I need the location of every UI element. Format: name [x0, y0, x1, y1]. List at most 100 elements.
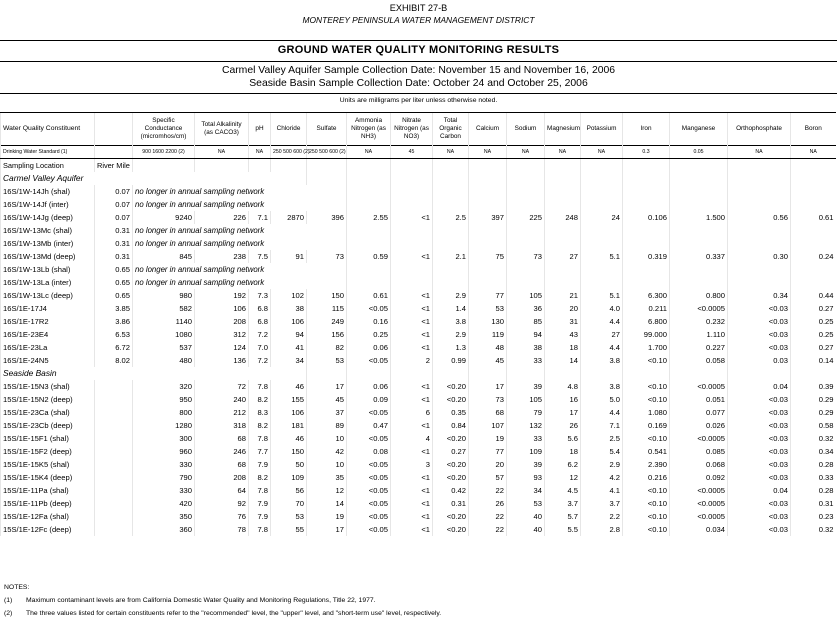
column-header: Sodium — [506, 112, 545, 146]
measurement-value: 226 — [194, 211, 249, 224]
measurement-value: <0.0005 — [669, 302, 728, 315]
column-header: Chloride — [270, 112, 307, 146]
river-mile: 3.85 — [94, 302, 133, 315]
measurement-value: <0.05 — [346, 484, 391, 497]
blank-cell — [580, 158, 623, 172]
measurement-value: 0.27 — [790, 302, 836, 315]
column-header: Total Organic Carbon — [432, 112, 469, 146]
measurement-value: 0.61 — [790, 211, 836, 224]
measurement-value: <0.05 — [346, 354, 391, 367]
measurement-value: 2 — [390, 354, 433, 367]
measurement-value: 7.5 — [248, 250, 271, 263]
measurement-value: 99.000 — [622, 328, 670, 341]
standard-value: 250 500 600 (2) — [306, 145, 347, 159]
constituent-header: Water Quality Constituent — [0, 112, 95, 146]
blank-cell — [580, 198, 623, 211]
sampling-location: 16S/1W-13Mb (inter) — [0, 237, 95, 250]
measurement-value: 0.42 — [432, 484, 469, 497]
blank-cell — [468, 158, 507, 172]
measurement-value: 18 — [544, 341, 581, 354]
measurement-value: 136 — [194, 354, 249, 367]
blank-cell — [432, 185, 469, 198]
measurement-value: 20 — [468, 458, 507, 471]
measurement-value: 0.25 — [790, 328, 836, 341]
measurement-value: 0.99 — [432, 354, 469, 367]
measurement-value: 10 — [306, 458, 347, 471]
measurement-value: 22 — [468, 484, 507, 497]
measurement-value: <0.20 — [432, 393, 469, 406]
measurement-value: 0.106 — [622, 211, 670, 224]
measurement-value: 91 — [270, 250, 307, 263]
measurement-value: 8.3 — [248, 406, 271, 419]
river-mile: 0.07 — [94, 185, 133, 198]
measurement-value: 6.800 — [622, 315, 670, 328]
measurement-value: 12 — [544, 471, 581, 484]
measurement-value: <0.10 — [622, 354, 670, 367]
column-header: Nitrate Nitrogen (as NO3) — [390, 112, 433, 146]
measurement-value: 34 — [506, 484, 545, 497]
standard-value: NA — [346, 145, 391, 159]
measurement-value: 68 — [194, 432, 249, 445]
measurement-value: 3 — [390, 458, 433, 471]
measurement-value: 0.34 — [790, 445, 836, 458]
standard-value: NA — [544, 145, 581, 159]
not-sampled-note: no longer in annual sampling network — [132, 198, 347, 211]
measurement-value: 0.06 — [346, 341, 391, 354]
section-row: Carmel Valley Aquifer — [0, 172, 836, 185]
sampling-location: 16S/1W-14Jf (inter) — [0, 198, 95, 211]
measurement-value: 0.25 — [790, 315, 836, 328]
sampling-location: 16S/1W-14Jh (shal) — [0, 185, 95, 198]
measurement-value: 46 — [270, 432, 307, 445]
measurement-value: 7.2 — [248, 354, 271, 367]
blank-cell — [544, 185, 581, 198]
measurement-value: <0.05 — [346, 432, 391, 445]
measurement-value: 7.9 — [248, 510, 271, 523]
blank-cell — [94, 432, 133, 445]
measurement-value: <1 — [390, 211, 433, 224]
blank-cell — [432, 237, 469, 250]
measurement-value: <0.20 — [432, 471, 469, 484]
river-mile: 0.07 — [94, 198, 133, 211]
measurement-value: 0.034 — [669, 523, 728, 536]
measurement-value: 53 — [468, 302, 507, 315]
measurement-value: <1 — [390, 289, 433, 302]
footnote: (1)Maximum contaminant levels are from C… — [4, 597, 376, 604]
blank-cell — [544, 263, 581, 276]
river-mile-header: River Mile — [94, 158, 133, 172]
blank-cell — [346, 158, 391, 172]
footnote-text: The three values listed for certain cons… — [26, 610, 442, 617]
measurement-value: 1280 — [132, 419, 195, 432]
measurement-value: 7.2 — [248, 328, 271, 341]
river-mile: 0.31 — [94, 250, 133, 263]
blank-cell — [94, 471, 133, 484]
measurement-value: 7.8 — [248, 484, 271, 497]
measurement-value: 0.16 — [346, 315, 391, 328]
measurement-value: <0.05 — [346, 406, 391, 419]
sampling-location: 15S/1E-15N3 (shal) — [0, 380, 95, 393]
blank-cell — [468, 263, 507, 276]
measurement-value: <1 — [390, 510, 433, 523]
measurement-value: <0.10 — [622, 393, 670, 406]
blank-cell — [580, 237, 623, 250]
sampling-location: 16S/1E-17J4 — [0, 302, 95, 315]
measurement-value: 21 — [544, 289, 581, 302]
measurement-value: 2.9 — [580, 458, 623, 471]
measurement-value: <0.0005 — [669, 510, 728, 523]
blank-cell — [468, 276, 507, 289]
measurement-value: 0.33 — [790, 471, 836, 484]
measurement-value: 800 — [132, 406, 195, 419]
measurement-value: 192 — [194, 289, 249, 302]
measurement-value: 980 — [132, 289, 195, 302]
measurement-value: 0.04 — [727, 380, 791, 393]
river-mile: 3.86 — [94, 315, 133, 328]
measurement-value: 35 — [306, 471, 347, 484]
measurement-value: 0.24 — [790, 250, 836, 263]
measurement-value: <0.03 — [727, 406, 791, 419]
